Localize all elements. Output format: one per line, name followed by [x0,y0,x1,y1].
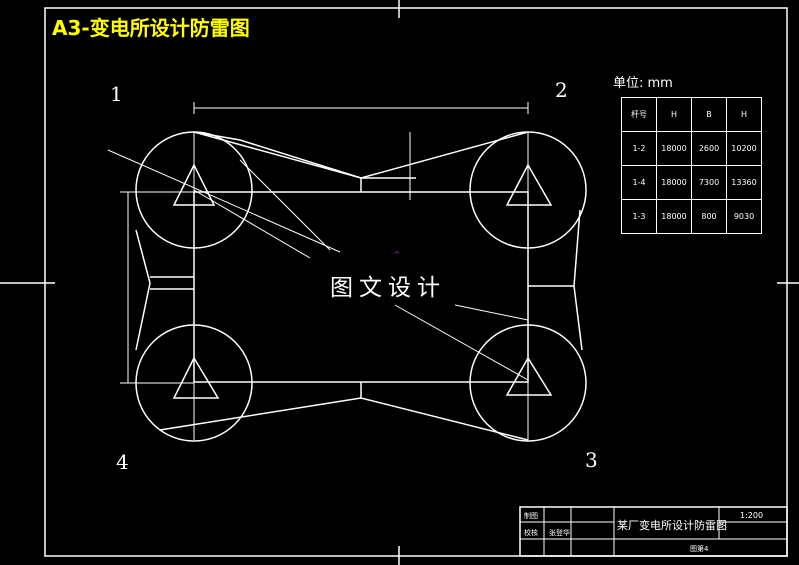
table-header-row: 杆号 H B H [621,97,762,132]
unit-label: 单位: mm [613,76,673,91]
leader-5 [454,304,529,321]
leader-4 [394,304,529,381]
corner-label-4: 4 [116,450,129,474]
envelope-top-inner [193,131,362,179]
table-cell: 7300 [691,165,727,200]
table-row: 1-4 18000 7300 13360 [621,165,762,200]
drawing-name: 某厂变电所设计防雷图 [617,519,727,532]
table-cell: 9030 [726,199,762,234]
table-header-cell: B [691,97,727,132]
watermark-text: 图文设计 [330,275,446,301]
title-block [519,506,788,557]
drawing-frame [44,7,788,557]
lightning-rod-3 [505,356,553,396]
envelope-top [193,131,529,179]
lightning-rod-4 [172,356,220,399]
table-cell: 10200 [726,131,762,166]
corner-label-2: 2 [555,78,568,102]
envelope-right [573,209,583,351]
title-block-label: 校核 [524,529,538,537]
envelope-bottom [159,397,529,441]
table-row: 1-3 18000 800 9030 [621,199,762,234]
sheet-title: A3-变电所设计防雷图 [52,16,250,40]
leader-3 [239,159,331,251]
leader-1 [107,149,341,253]
lightning-rod-2 [505,163,553,206]
title-block-label: 制图 [524,512,538,520]
centre-marker: ^ [394,250,401,259]
envelope-left [135,229,151,351]
table-cell: 2600 [691,131,727,166]
table-header-cell: 杆号 [621,97,657,132]
title-block-label: 张登华 [549,529,570,537]
pole-height-table: 杆号 H B H 1-2 18000 2600 10200 1-4 18000 … [621,97,762,234]
table-cell: 1-3 [621,199,657,234]
table-cell: 13360 [726,165,762,200]
table-cell: 800 [691,199,727,234]
table-header-cell: H [656,97,692,132]
drawing-scale: 1:200 [740,511,764,520]
table-cell: 18000 [656,199,692,234]
corner-label-3: 3 [585,448,598,472]
table-row: 1-2 18000 2600 10200 [621,131,762,166]
table-cell: 1-2 [621,131,657,166]
corner-label-1: 1 [110,82,123,106]
table-cell: 1-4 [621,165,657,200]
sheet-number: 图第4 [690,545,709,553]
table-cell: 18000 [656,165,692,200]
leader-2 [193,189,311,259]
table-header-cell: H [726,97,762,132]
table-cell: 18000 [656,131,692,166]
